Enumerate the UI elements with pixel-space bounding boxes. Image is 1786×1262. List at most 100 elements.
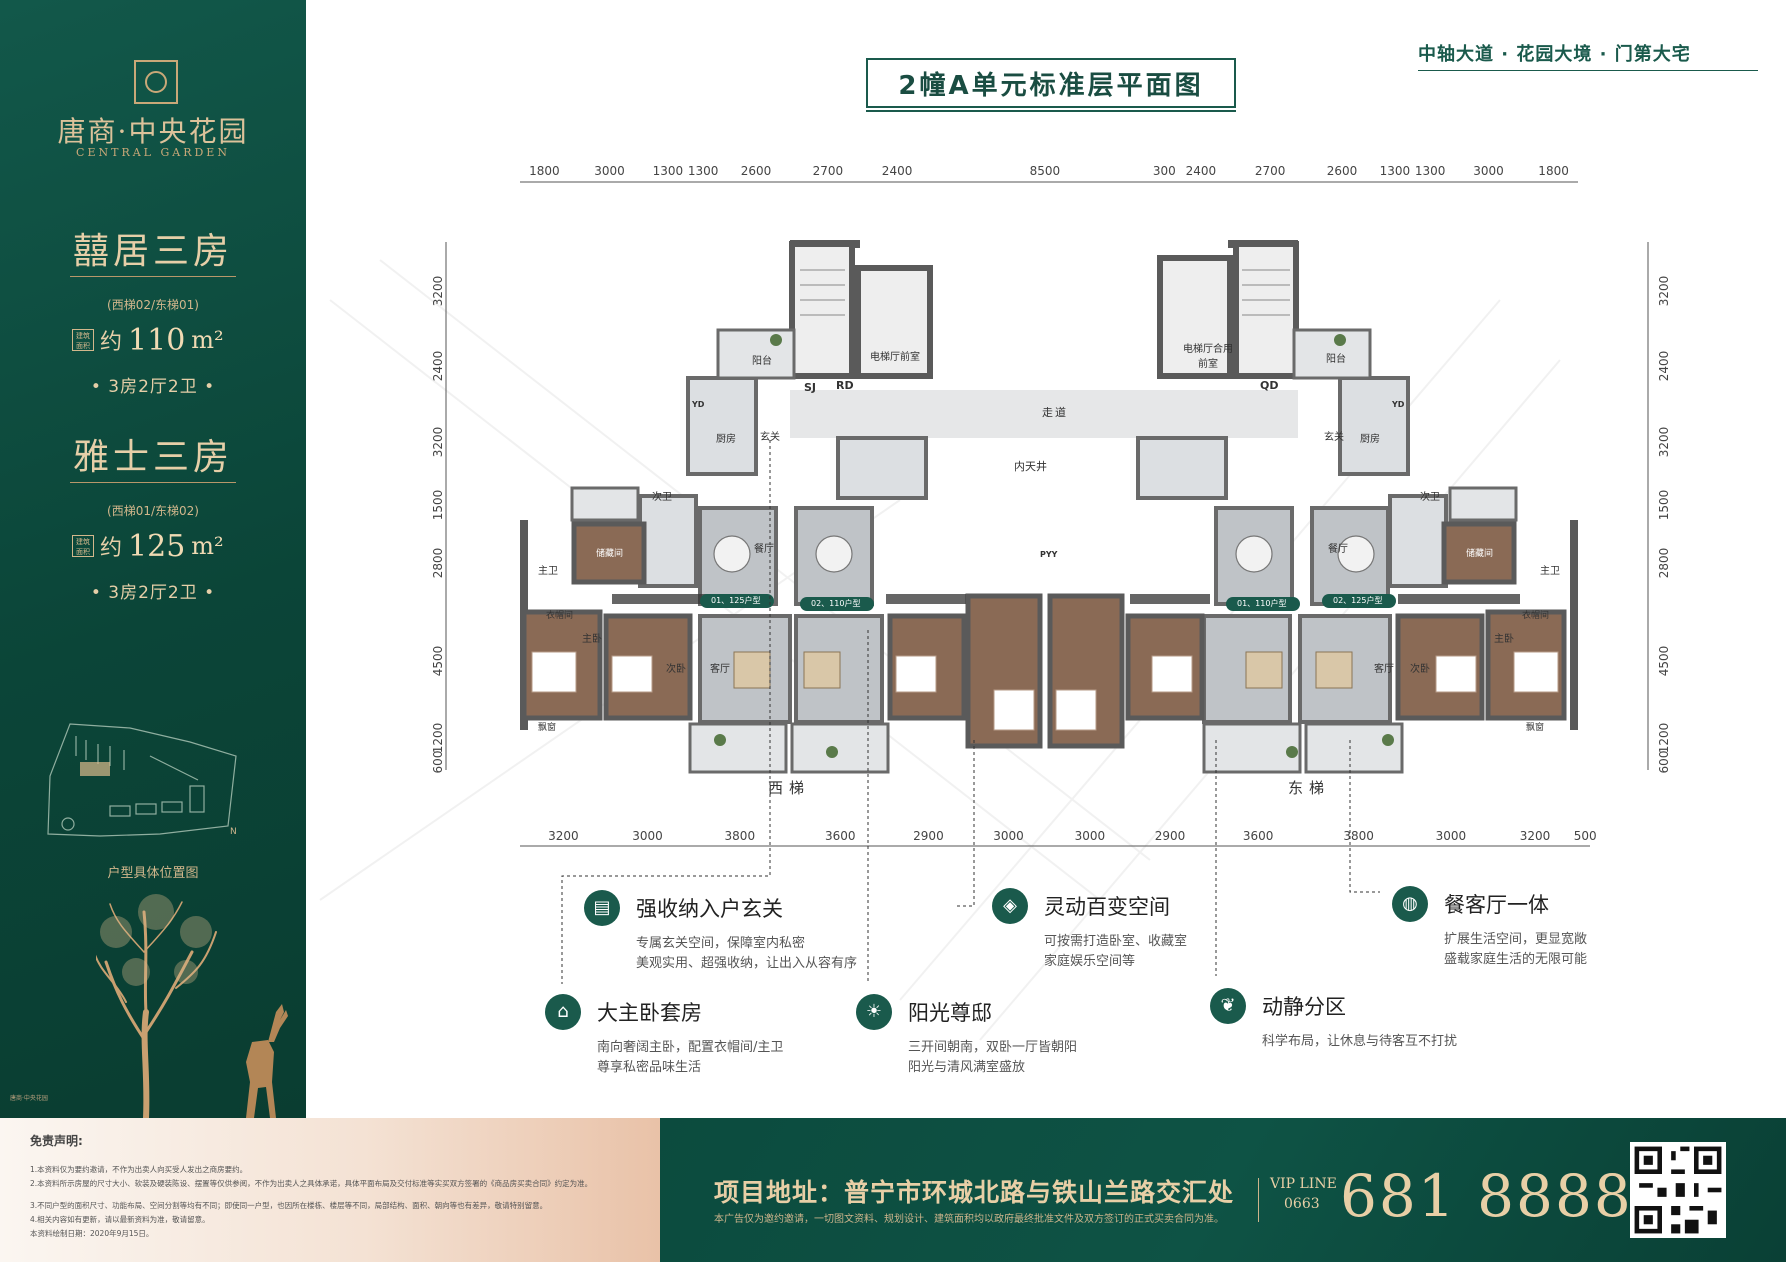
room-label: 次卧 (1410, 664, 1430, 675)
area-value: 110 (128, 322, 186, 358)
room-label: 客厅 (710, 664, 730, 675)
dimension-label: 3000 (993, 829, 1024, 843)
dimension-label: 3200 (431, 426, 445, 457)
storage-icon: ▤ (584, 890, 620, 926)
feature-line: 家庭娱乐空间等 (1044, 954, 1136, 969)
disclaimer-title: 免责声明: (30, 1134, 83, 1148)
dimension-label: 2700 (812, 164, 844, 178)
room-label: 餐厅 (1328, 544, 1348, 555)
unit-tag: 01、110户型 (1237, 599, 1287, 608)
dimension-label: 2400 (881, 164, 913, 178)
dimension-label: 2400 (1657, 351, 1671, 382)
dimension-label: 3000 (632, 829, 663, 843)
room-label: 次卫 (1420, 492, 1440, 503)
feature-title: 阳光尊邸 (908, 1001, 992, 1025)
dimension-label: 1300 (1414, 164, 1446, 178)
disclaimer-line: 1.本资料仅为要约邀请，不作为出卖人向买受人发出之商房要约。 (30, 1165, 248, 1174)
room-label: 厨房 (716, 434, 736, 445)
room-label: 玄关 (760, 432, 780, 443)
dimension-label: 600 (1657, 750, 1671, 774)
site-plan-caption: 户型具体位置图 (107, 866, 199, 881)
dimension-label: 2900 (913, 829, 944, 843)
brand-name: 唐商·中央花园 (57, 115, 249, 148)
dining-icon: ◍ (1392, 886, 1428, 922)
disclaimer-line: 3.不同户型的面积尺寸、功能布局、空间分割等均有不同；即使同一户型，也因所在楼栋… (30, 1201, 548, 1210)
room-label: 储藏间 (596, 549, 624, 559)
dimension-label: 2600 (740, 164, 772, 178)
dimension-label: 3800 (724, 829, 756, 843)
dimension-label: 1300 (687, 164, 719, 178)
light-well-label: 内天井 (1014, 460, 1047, 473)
dimension-label: 500 (1573, 829, 1597, 843)
shaft-tag: SJ (804, 381, 817, 394)
area-code: 0663 (1284, 1196, 1320, 1212)
dimension-label: 1200 (431, 722, 445, 753)
dimension-label: 2800 (431, 547, 445, 579)
footer: 项目地址：普宁市环城北路与铁山兰路交汇处 本广告仅为邀约邀请，一切图文资料、规划… (660, 1118, 1786, 1262)
room-label: 厨房 (1360, 434, 1380, 445)
qr-code-icon[interactable] (1630, 1142, 1726, 1238)
room-label: 主卫 (538, 566, 558, 577)
shaft-tag: QD (1260, 379, 1279, 392)
east-stair-label: 东梯 (1288, 779, 1331, 797)
room-label: 餐厅 (754, 544, 774, 555)
unit-location: (西梯02/东梯01) (107, 298, 199, 312)
area-approx: 约 (100, 330, 123, 355)
logo-emblem-icon (134, 60, 178, 104)
room-label: 飘窗 (1526, 723, 1545, 733)
dimension-label: 300 (1152, 164, 1176, 178)
svg-text:N: N (230, 827, 237, 837)
dimension-label: 1800 (529, 164, 560, 178)
lift-lobby-label: 电梯厅合用前室 (1183, 344, 1233, 370)
shaft-tag: YD (692, 400, 705, 409)
dimension-label: 1200 (1657, 722, 1671, 753)
room-label: 玄关 (1324, 432, 1344, 443)
sidebar: 唐商·中央花园 CENTRAL GARDEN 囍居三房 (西梯02/东梯01) … (0, 0, 306, 1118)
dimension-label: 3200 (1519, 829, 1551, 843)
feature-line: 扩展生活空间，更显宽敞 (1444, 932, 1588, 947)
dimension-label: 3600 (1242, 829, 1274, 843)
feature-title: 餐客厅一体 (1444, 893, 1549, 917)
dimension-label: 2900 (1154, 829, 1186, 843)
side-fine-print: 唐商·中央花园 (10, 1095, 48, 1102)
disclaimer-line: 2.本资料所示房屋的尺寸大小、软装及硬装陈设、摆置等仅供参阅，不作为出卖人之具体… (30, 1179, 593, 1188)
room-label: 客厅 (1374, 664, 1394, 675)
feature-line: 美观实用、超强收纳，让出入从容有序 (636, 956, 858, 971)
area-unit: m² (191, 532, 224, 560)
west-stair-label: 西梯 (768, 779, 811, 797)
dimension-label: 2600 (1326, 164, 1358, 178)
feature-line: 尊享私密品味生活 (597, 1060, 702, 1075)
divider (70, 276, 236, 277)
page-title: 2幢A单元标准层平面图 (866, 58, 1236, 112)
feature-line: 阳光与清风满室盛放 (908, 1060, 1026, 1075)
room-label: 衣帽间 (1522, 611, 1550, 621)
room-label: 主卧 (582, 634, 602, 645)
dimension-label: 1300 (652, 164, 684, 178)
room-count: • 3房2厅2卫 • (90, 583, 216, 603)
area-row: 建筑面积 约 110 m² (72, 320, 224, 360)
unit-tag: 01、125户型 (711, 596, 761, 605)
corridor-label: 走道 (1042, 406, 1068, 419)
feature-line: 南向奢阔主卧，配置衣帽间/主卫 (597, 1040, 784, 1055)
site-plan-map: N (47, 723, 237, 837)
area-tag: 建筑面积 (72, 535, 94, 557)
dimension-label: 3000 (1074, 829, 1106, 843)
unit-tag: 02、110户型 (811, 599, 861, 608)
unit-name: 囍居三房 (72, 231, 233, 272)
dimension-label: 3200 (1657, 275, 1671, 307)
room-label: 飘窗 (538, 723, 557, 733)
room-label: 阳台 (1326, 354, 1346, 365)
dimension-label: 1500 (1657, 489, 1671, 521)
dimension-label: 3800 (1343, 829, 1374, 843)
hotline-number[interactable]: 681 8888 (1340, 1162, 1633, 1230)
dimension-label: 4500 (1657, 645, 1671, 677)
vip-line-label: VIP LINE (1270, 1176, 1337, 1192)
room-label: 次卧 (666, 664, 686, 675)
brand-name-en: CENTRAL GARDEN (76, 146, 230, 159)
room-label: 储藏间 (1466, 549, 1494, 559)
dimension-label: 1500 (431, 489, 445, 521)
dimension-label: 1800 (1538, 164, 1569, 178)
feature-title: 动静分区 (1262, 995, 1346, 1019)
dimension-label: 3000 (594, 164, 625, 178)
